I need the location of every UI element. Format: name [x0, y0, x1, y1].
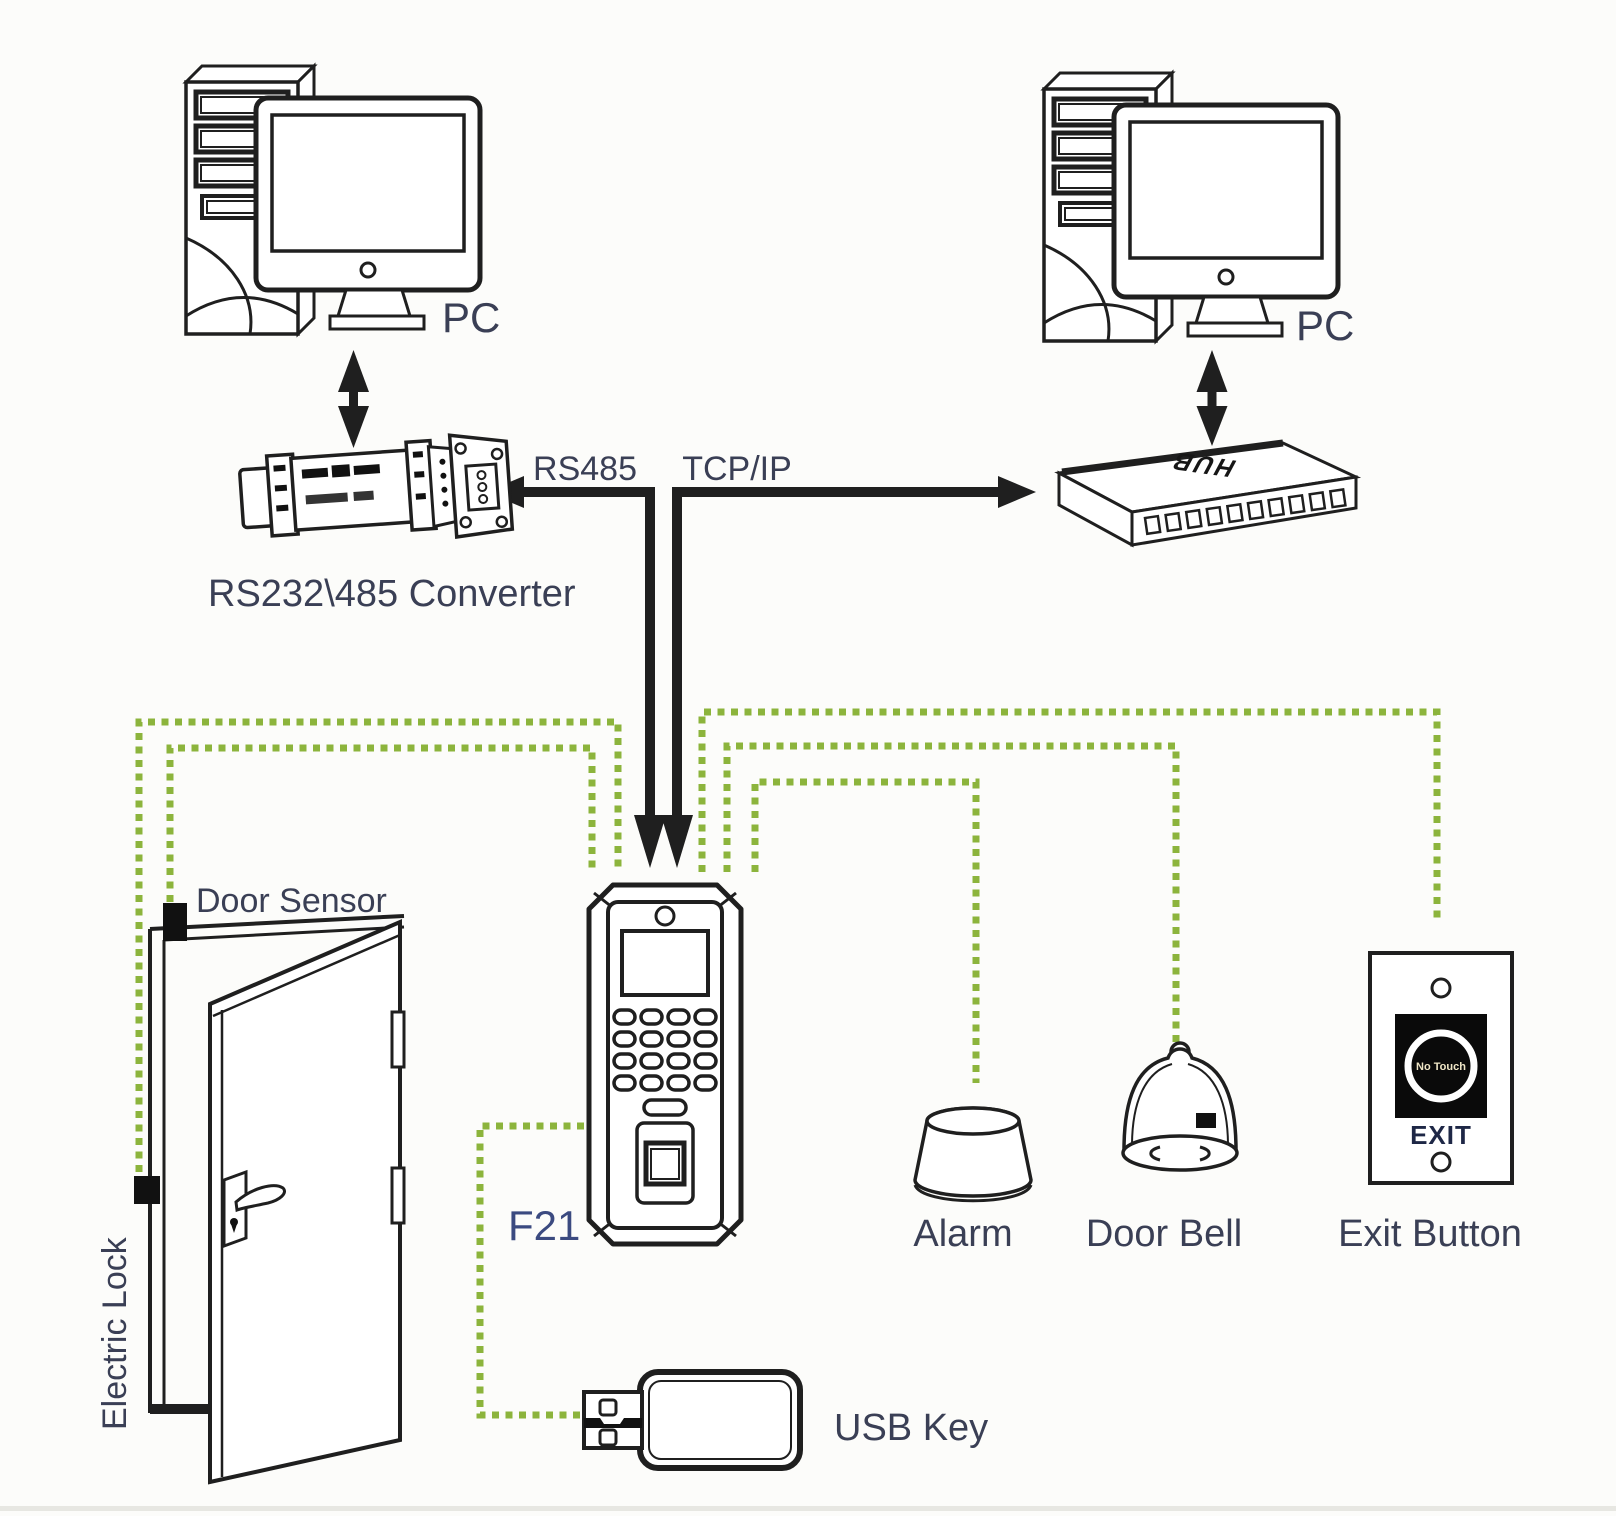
door-sensor-label: Door Sensor: [196, 882, 387, 920]
wire-usb-key: [476, 1122, 584, 1419]
f21-camera-dot: [654, 905, 676, 927]
double-arrow-pc-hub: [1196, 350, 1228, 446]
hub-ports: [1143, 488, 1347, 536]
door-handle: [222, 1169, 286, 1249]
wire-exit-button: [698, 708, 1441, 922]
pc-left-icon: [186, 66, 480, 334]
f21-fingerprint-reader: [635, 1121, 695, 1205]
f21-device-icon: [586, 882, 744, 1247]
f21-label: F21: [508, 1202, 580, 1249]
exit-button-icon: No Touch EXIT: [1368, 951, 1514, 1185]
rs232-485-converter-icon: [238, 433, 515, 539]
door-hinge-bottom: [390, 1166, 406, 1225]
door-sensor-box: [163, 903, 187, 941]
alarm-label: Alarm: [913, 1213, 1012, 1255]
hub-icon: HUB: [1054, 439, 1362, 548]
usb-key-label: USB Key: [834, 1407, 988, 1449]
pc-right-icon: [1044, 73, 1338, 341]
door-bell-icon: [1121, 1041, 1239, 1172]
rs485-label: RS485: [533, 450, 637, 488]
exit-no-touch-text: No Touch: [1416, 1061, 1466, 1073]
door-hinge-top: [390, 1010, 406, 1069]
alarm-icon: [913, 1106, 1033, 1203]
electric-lock-box: [134, 1176, 160, 1204]
exit-button-label: Exit Button: [1338, 1213, 1522, 1255]
arrowhead-to-hub: [998, 476, 1036, 508]
f21-screen: [620, 929, 710, 997]
arrowhead-tcpip-to-f21: [661, 815, 693, 868]
usb-key-icon: [582, 1369, 803, 1471]
arrowhead-rs485-to-f21: [634, 815, 666, 868]
double-arrow-pc-converter: [338, 350, 369, 448]
electric-lock-label: Electric Lock: [96, 1236, 134, 1430]
door-icon: [148, 914, 406, 1485]
converter-label: RS232\485 Converter: [208, 573, 576, 615]
wire-door-sensor: [166, 744, 596, 902]
tcpip-label: TCP/IP: [682, 450, 792, 488]
wires: [135, 708, 1441, 1419]
wire-door-bell: [723, 742, 1180, 1042]
pc-right-label: PC: [1296, 302, 1354, 349]
ground-line: [0, 1506, 1616, 1511]
f21-keypad: [612, 1008, 718, 1092]
f21-function-key: [642, 1098, 688, 1117]
exit-exit-text: EXIT: [1410, 1120, 1472, 1150]
pc-left-label: PC: [442, 294, 500, 341]
comm-lines: [338, 350, 1228, 868]
door-bell-label: Door Bell: [1086, 1213, 1242, 1255]
wire-alarm: [751, 778, 980, 1083]
wire-electric-lock: [135, 718, 622, 1172]
